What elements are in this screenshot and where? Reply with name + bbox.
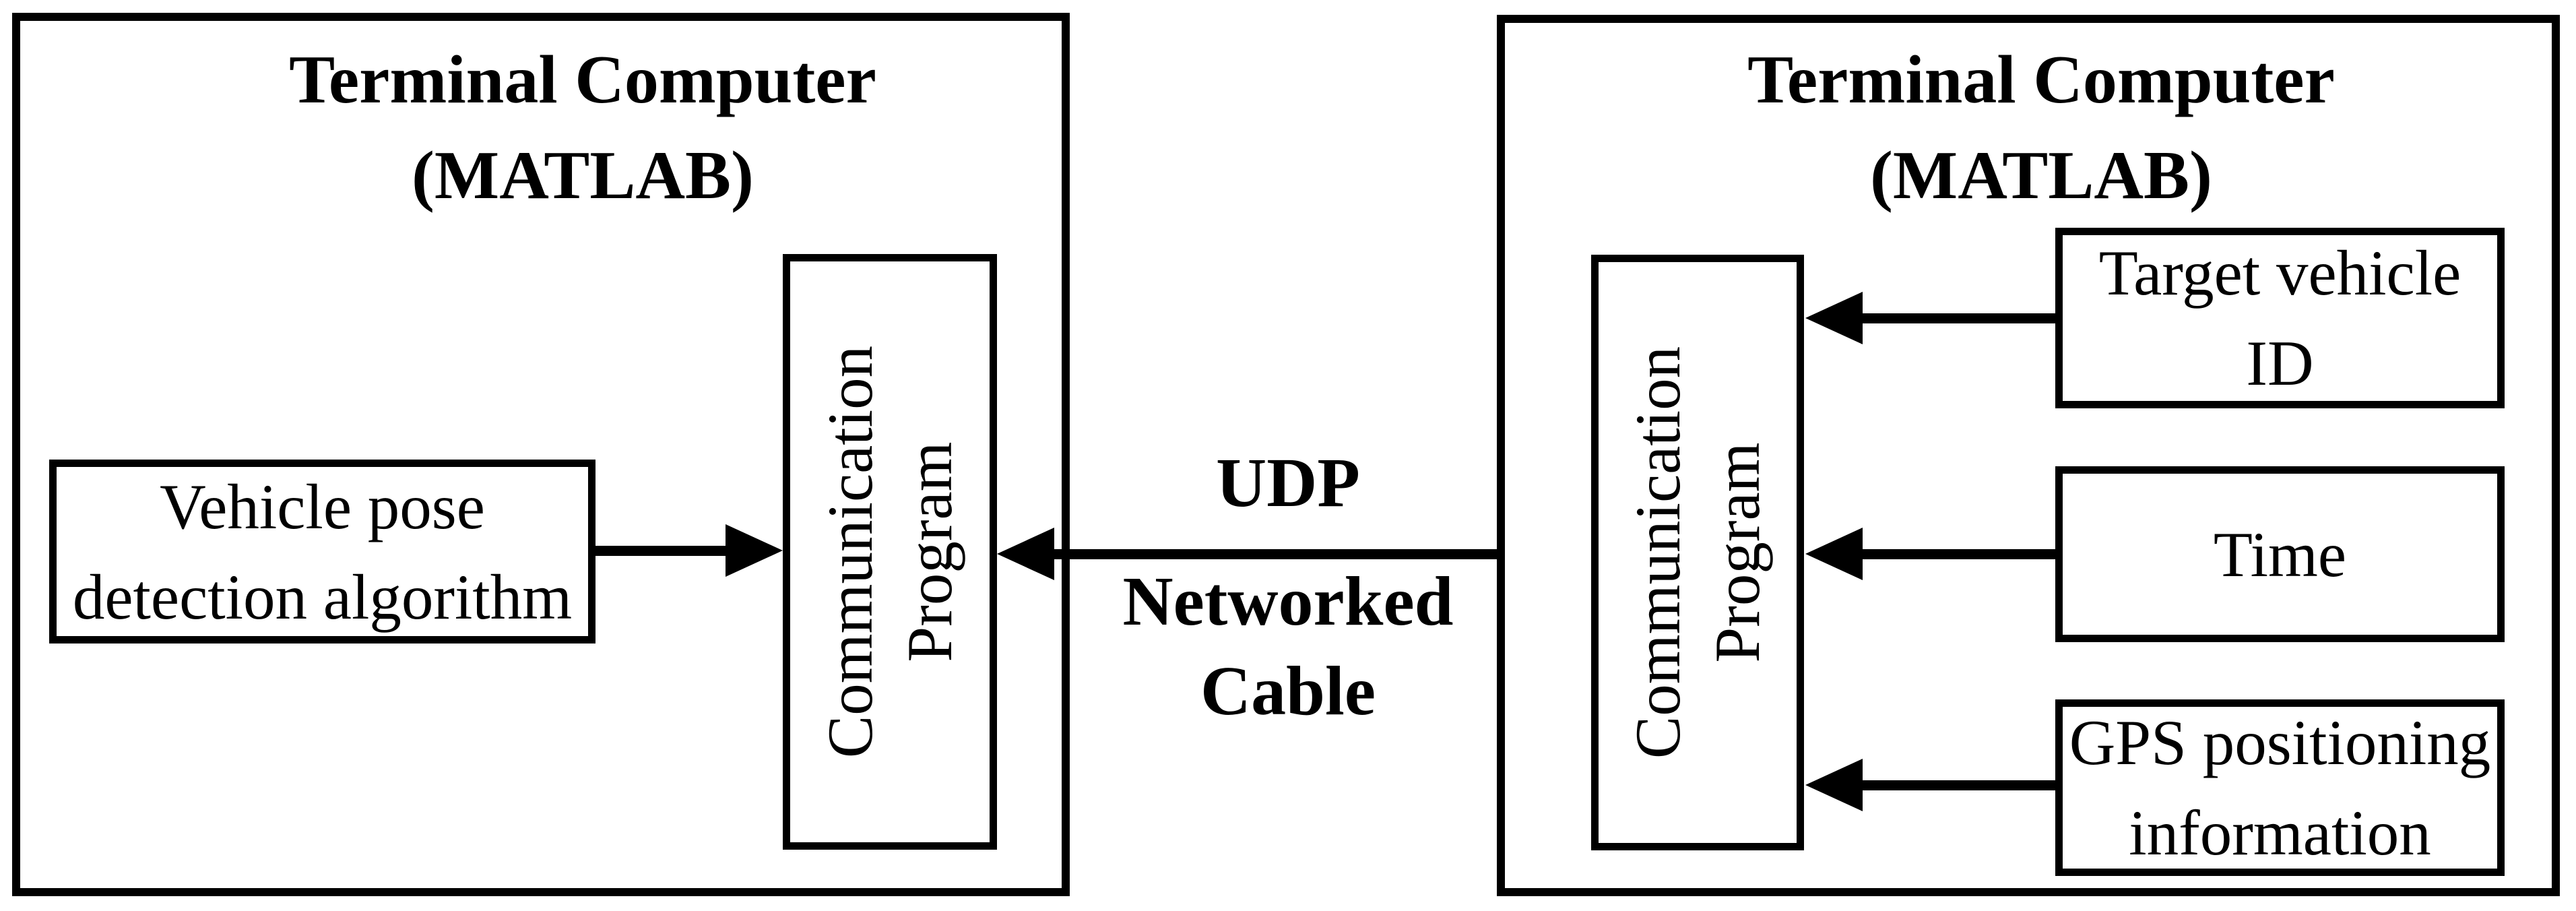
vehicle-pose-box: Vehicle pose detection algorithm xyxy=(49,460,595,643)
time-label: Time xyxy=(2213,518,2347,590)
time-to-comm-arrowhead-left-icon xyxy=(1805,528,1863,580)
right-comm-program-label: Communication Program xyxy=(1617,263,1778,842)
gps-to-comm-arrowhead-left-icon xyxy=(1805,759,1863,811)
right-terminal-title: Terminal Computer (MATLAB) xyxy=(1512,32,2570,224)
right-comm-program-label-line1: Communication xyxy=(1622,346,1694,759)
left-comm-program-box xyxy=(783,254,997,850)
target-vehicle-id-label-line2: ID xyxy=(2246,327,2314,399)
target-vehicle-id-label-line1: Target vehicle xyxy=(2098,237,2461,309)
gps-positioning-label-line2: information xyxy=(2129,797,2431,869)
left-comm-program-label-line1: Communication xyxy=(814,345,886,759)
vehicle-to-comm-arrowhead-right-icon xyxy=(726,524,783,577)
gps-positioning-box: GPS positioning information xyxy=(2055,699,2505,876)
right-comm-program-box xyxy=(1591,255,1804,850)
udp-link-arrow-shaft xyxy=(1045,549,1543,559)
vehicle-pose-label-line1: Vehicle pose xyxy=(160,470,485,542)
vehicle-to-comm-arrow-shaft xyxy=(595,546,730,556)
cable-label: Cable xyxy=(1200,652,1376,730)
target-to-comm-arrowhead-left-icon xyxy=(1805,292,1863,344)
target-to-comm-arrow-shaft xyxy=(1861,313,2057,323)
networked-label: Networked xyxy=(1122,563,1454,640)
right-terminal-title-line1: Terminal Computer xyxy=(1747,42,2335,118)
udp-link-arrowhead-left-icon xyxy=(997,528,1054,580)
udp-label: UDP xyxy=(1216,444,1360,522)
left-comm-program-label: Communication Program xyxy=(809,262,971,842)
right-comm-program-label-line2: Program xyxy=(1702,442,1773,663)
left-terminal-title-line2: (MATLAB) xyxy=(411,137,754,214)
gps-to-comm-arrow-shaft xyxy=(1861,780,2057,790)
target-vehicle-id-box: Target vehicle ID xyxy=(2055,228,2505,408)
right-terminal-title-line2: (MATLAB) xyxy=(1869,137,2213,214)
time-box: Time xyxy=(2055,466,2505,642)
vehicle-pose-label-line2: detection algorithm xyxy=(72,561,573,633)
left-terminal-title-line1: Terminal Computer xyxy=(289,42,876,118)
time-to-comm-arrow-shaft xyxy=(1861,549,2057,559)
gps-positioning-label-line1: GPS positioning xyxy=(2069,707,2491,778)
left-terminal-title: Terminal Computer (MATLAB) xyxy=(54,32,1112,224)
left-comm-program-label-line2: Program xyxy=(894,441,965,662)
